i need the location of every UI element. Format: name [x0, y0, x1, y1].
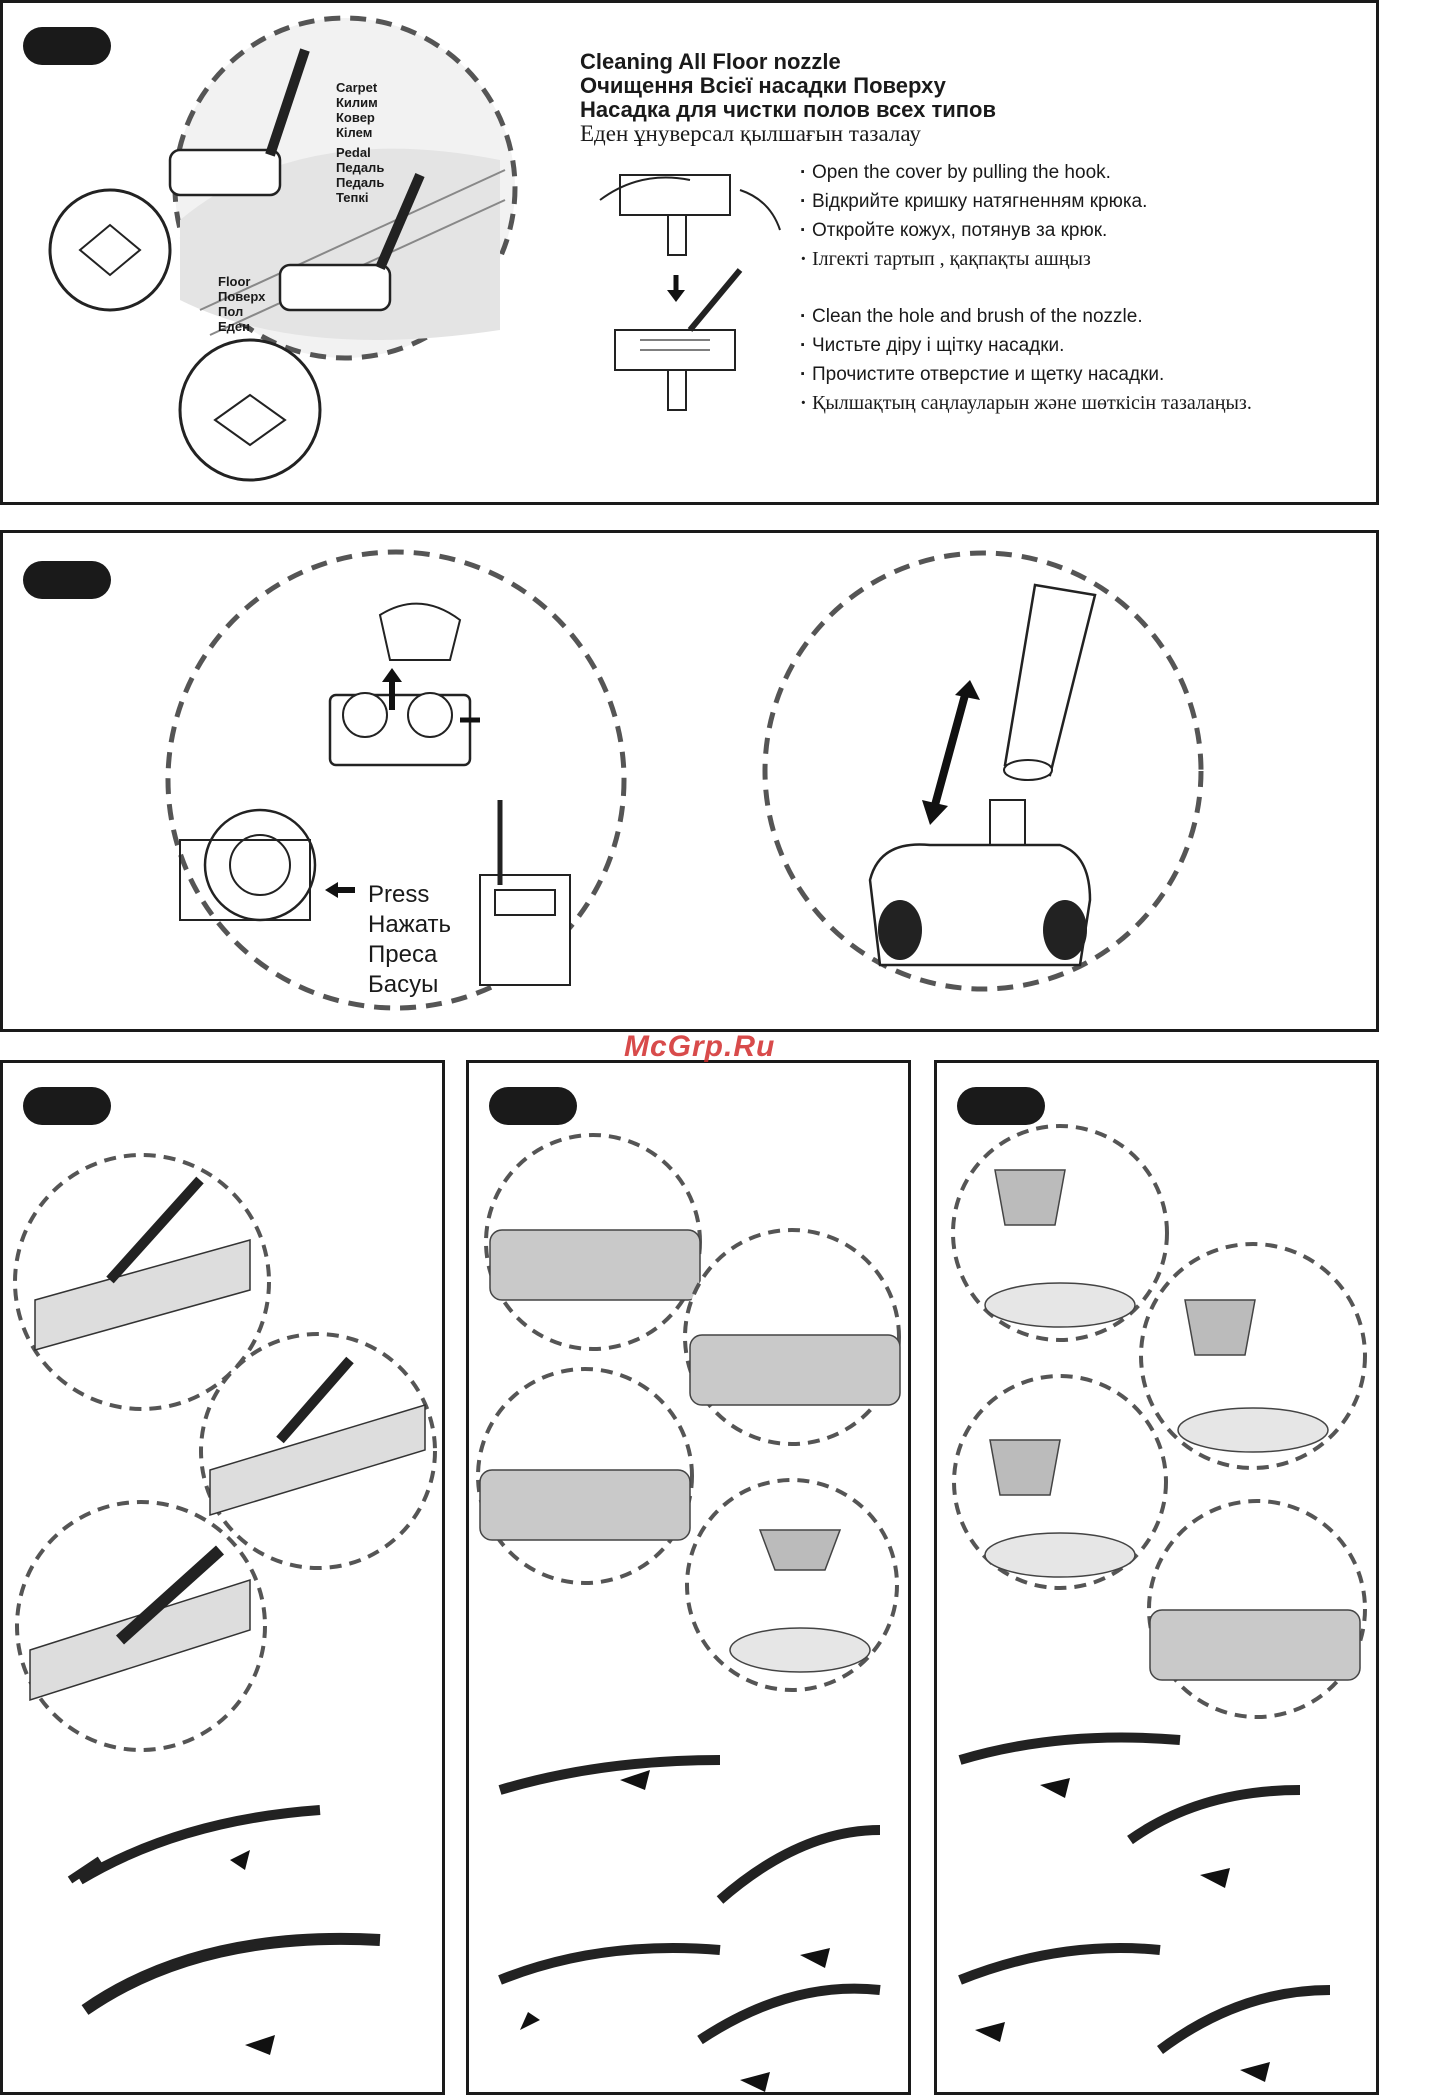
title-en: Cleaning All Floor nozzle — [580, 49, 841, 74]
title-uk: Очищення Всієї насадки Поверху — [580, 73, 946, 98]
instruction-open-kk: Ілгекті тартып , қақпақты ашңыз — [800, 245, 1147, 274]
instruction-open-uk: Відкрийте кришку натягненням крюка. — [800, 187, 1147, 216]
floor-labels: Floor Поверх Пол Еден — [218, 274, 265, 334]
crevice-tool-corner-illustrations — [13, 1153, 437, 2055]
panel-crevice-tool — [0, 1060, 445, 2095]
step-badge — [23, 561, 111, 599]
label-floor-ru: Пол — [218, 304, 244, 319]
step-badge — [957, 1087, 1045, 1125]
open-cover-instructions: Open the cover by pulling the hook. Відк… — [800, 158, 1147, 274]
step-badge — [23, 1087, 111, 1125]
arrow-down-icon — [667, 275, 685, 302]
brush-removal-illustration — [165, 549, 627, 1011]
label-pedal-uk: Педаль — [336, 160, 385, 175]
title-ru: Насадка для чистки полов всех типов — [580, 97, 997, 122]
step-badge — [489, 1087, 577, 1125]
label-floor-uk: Поверх — [218, 289, 266, 304]
label-carpet-ru: Ковер — [336, 110, 375, 125]
label-pedal-ru: Педаль — [336, 175, 385, 190]
tube-attachment-illustration — [762, 550, 1204, 992]
instruction-clean-ru: Прочистите отверстие и щетку насадки. — [800, 360, 1252, 389]
section-title: Cleaning All Floor nozzle Очищення Всієї… — [580, 50, 996, 146]
label-floor-kk: Еден — [218, 319, 251, 334]
instruction-clean-en: Clean the hole and brush of the nozzle. — [800, 302, 1252, 331]
dusting-brush-illustrations — [951, 1124, 1367, 2082]
nozzle-diagram-open — [599, 174, 781, 256]
step-badge — [23, 27, 111, 65]
panel-dusting-brush — [934, 1060, 1379, 2095]
title-kk: Еден ұнуверсал қылшағын тазалау — [580, 121, 921, 146]
instruction-clean-kk: Қылшақтың саңлауларын және шөткісін таза… — [800, 389, 1252, 418]
clean-nozzle-instructions: Clean the hole and brush of the nozzle. … — [800, 302, 1252, 418]
label-pedal-en: Pedal — [336, 145, 371, 160]
nozzle-diagram-clean — [614, 268, 743, 411]
press-ru: Преса — [368, 941, 438, 968]
panel-upholstery-tool — [466, 1060, 911, 2095]
press-labels: Press Нажать Преса Басуы — [368, 880, 451, 1000]
press-en: Press — [368, 881, 430, 908]
label-pedal-kk: Тепкі — [336, 190, 369, 205]
press-kk: Басуы — [368, 971, 439, 998]
label-carpet-en: Carpet — [336, 80, 378, 95]
instruction-open-en: Open the cover by pulling the hook. — [800, 158, 1147, 187]
panel-brush-maintenance — [0, 530, 1379, 1032]
label-floor-en: Floor — [218, 274, 251, 289]
label-carpet-kk: Кілем — [336, 125, 373, 140]
carpet-labels: Carpet Килим Ковер Кілем Pedal Педаль Пе… — [336, 80, 384, 205]
upholstery-tool-illustrations — [476, 1133, 901, 2092]
floor-nozzle-illustration — [48, 15, 518, 482]
label-carpet-uk: Килим — [336, 95, 378, 110]
instruction-clean-uk: Чистьте діру і щітку насадки. — [800, 331, 1252, 360]
press-uk: Нажать — [368, 911, 452, 938]
watermark: McGrp.Ru — [624, 1030, 776, 1063]
instruction-open-ru: Откройте кожух, потянув за крюк. — [800, 216, 1147, 245]
